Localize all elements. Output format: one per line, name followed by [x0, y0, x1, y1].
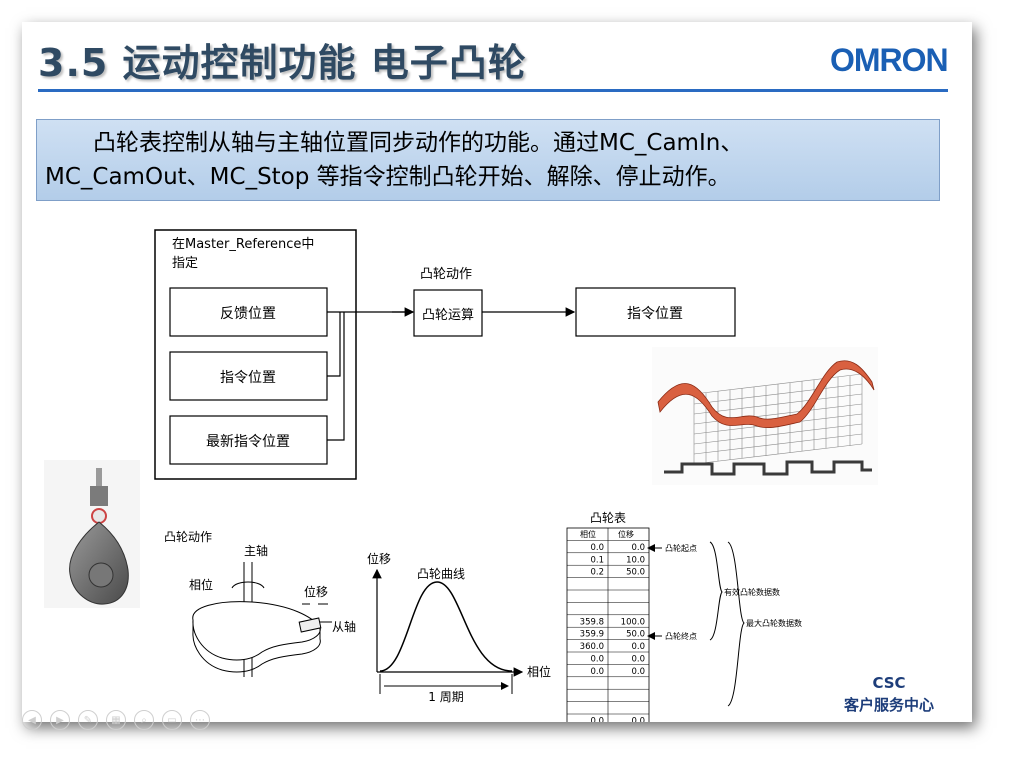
follower-roller [91, 508, 107, 524]
max-count-label: 最大凸轮数据数 [746, 618, 802, 628]
cam-action-group-label: 凸轮动作 [420, 267, 472, 282]
cam-table-phase-cell: 359.8 [580, 617, 604, 627]
block-diagram: 在Master_Reference中 指定 反馈位置 指令位置 最新指令位置 凸… [154, 229, 736, 480]
displacement-label: 位移 [304, 584, 328, 599]
cam-operation-label: 凸轮运算 [422, 308, 474, 323]
pen-icon[interactable]: ✎ [78, 710, 98, 730]
cam-table-displacement-cell: 0.0 [631, 543, 645, 553]
zoom-icon[interactable]: ⌕ [134, 710, 154, 730]
cam-table-header-phase: 相位 [580, 529, 596, 539]
cam-table-displacement-cell: 50.0 [626, 568, 645, 578]
subtitle-icon[interactable]: ▭ [162, 710, 182, 730]
rotation-arrow [231, 581, 265, 589]
page-title: 3.5 运动控制功能 电子凸轮 [38, 41, 527, 85]
description-callout: 凸轮表控制从轴与主轴位置同步动作的功能。通过MC_CamIn、 MC_CamOu… [36, 119, 940, 201]
phase-label: 相位 [189, 577, 213, 592]
cam-table-displacement-cell: 10.0 [626, 555, 645, 565]
cam-table-displacement-cell: 0.0 [631, 717, 645, 723]
command-position-box [169, 351, 328, 401]
period-label: 1 周期 [428, 690, 463, 704]
cam-table-displacement-cell: 0.0 [631, 655, 645, 665]
grid-view-icon[interactable]: ▦ [106, 710, 126, 730]
cam-table-grid: 0.0 0.0 0.1 10.0 0.2 50.0 359.8 100.0 359.9 50.0 3… [566, 527, 650, 723]
callout-line-2: MC_CamOut、MC_Stop 等指令控制凸轮开始、解除、停止动作。 [45, 164, 731, 190]
cam-table-phase-cell: 0.0 [590, 717, 604, 723]
valid-count-brace [709, 541, 723, 641]
cam-curve-chart: 位移 凸轮曲线 相位 1 周期 [367, 551, 551, 704]
master-reference-frame [154, 229, 357, 480]
footer-csc: CSC 客户服务中心 [834, 672, 944, 716]
slave-follower [298, 617, 322, 633]
latest-command-position-box [169, 415, 328, 465]
command-position-label: 指令位置 [220, 370, 276, 386]
omron-logo: OMRON [830, 42, 949, 78]
cam-plate-top [192, 601, 321, 661]
cam-table-displacement-cell: 100.0 [621, 617, 645, 627]
valid-count-label: 有效凸轮数据数 [724, 587, 780, 597]
cam-table-phase-cell: 0.0 [590, 667, 604, 677]
output-command-position-label: 指令位置 [627, 306, 683, 322]
cam-follower-picture [44, 460, 140, 608]
footer-csc-name: 客户服务中心 [843, 696, 934, 714]
feedback-position-label: 反馈位置 [220, 306, 276, 322]
more-options-icon[interactable]: ⋯ [190, 710, 210, 730]
cam-table-phase-cell: 0.2 [590, 568, 604, 578]
cam-table: 凸轮表 0.0 0.0 0.1 10.0 0.2 50.0 359.8 100.0 359.9 5… [566, 511, 802, 723]
latest-command-position-label: 最新指令位置 [206, 434, 290, 450]
slideshow-toolbar: ◀ ▶ ✎ ▦ ⌕ ▭ ⋯ [22, 710, 210, 730]
title-divider [38, 89, 948, 92]
curve-xlabel: 相位 [527, 664, 551, 679]
cam-table-header-displacement: 位移 [618, 529, 634, 539]
cam-3d-illustration [652, 347, 878, 485]
cam-table-phase-cell: 0.1 [590, 555, 604, 565]
prev-slide-icon[interactable]: ◀ [22, 710, 42, 730]
cam-profile-ribbon [657, 360, 875, 429]
end-point-label: 凸轮终点 [665, 631, 697, 641]
output-command-position-box [575, 287, 736, 337]
follower-rod [96, 468, 102, 488]
input-connector-lines [327, 311, 410, 441]
slide: 3.5 运动控制功能 电子凸轮 OMRON 凸轮表控制从轴与主轴位置同步动作的功… [22, 22, 972, 730]
cam-table-title: 凸轮表 [590, 511, 626, 525]
slave-axis-track [664, 460, 872, 476]
footer-csc-abbr: CSC [872, 674, 906, 692]
master-reference-label: 在Master_Reference中 [172, 237, 314, 252]
cam-table-displacement-cell: 0.0 [631, 667, 645, 677]
curve-ylabel: 位移 [367, 551, 391, 566]
cam-table-displacement-cell: 50.0 [626, 630, 645, 640]
master-reference-label-2: 指定 [172, 256, 198, 271]
cam-table-phase-cell: 0.0 [590, 655, 604, 665]
cam-mechanism-sketch: 凸轮动作 主轴 相位 位移 从轴 [164, 530, 356, 677]
slave-axis-label: 从轴 [332, 619, 356, 634]
cam-curve-line [379, 581, 513, 672]
follower-body [90, 486, 108, 506]
cam-table-phase-cell: 360.0 [580, 642, 604, 652]
max-count-brace [727, 541, 745, 707]
mechanism-title: 凸轮动作 [164, 530, 212, 544]
cam-plate-edge [192, 620, 321, 673]
cam-table-phase-cell: 0.0 [590, 543, 604, 553]
master-axis-label: 主轴 [244, 543, 268, 558]
feedback-position-box [169, 287, 328, 337]
curve-title: 凸轮曲线 [417, 567, 465, 581]
start-point-label: 凸轮起点 [665, 543, 697, 553]
cam-shaft-hole [88, 562, 114, 588]
cam-table-phase-cell: 359.9 [580, 630, 604, 640]
cam-operation-box [413, 289, 483, 337]
callout-line-1: 凸轮表控制从轴与主轴位置同步动作的功能。通过MC_CamIn、 [93, 130, 744, 156]
cam-table-displacement-cell: 0.0 [631, 642, 645, 652]
next-slide-icon[interactable]: ▶ [50, 710, 70, 730]
diagram-canvas: 在Master_Reference中 指定 反馈位置 指令位置 最新指令位置 凸… [44, 229, 878, 723]
